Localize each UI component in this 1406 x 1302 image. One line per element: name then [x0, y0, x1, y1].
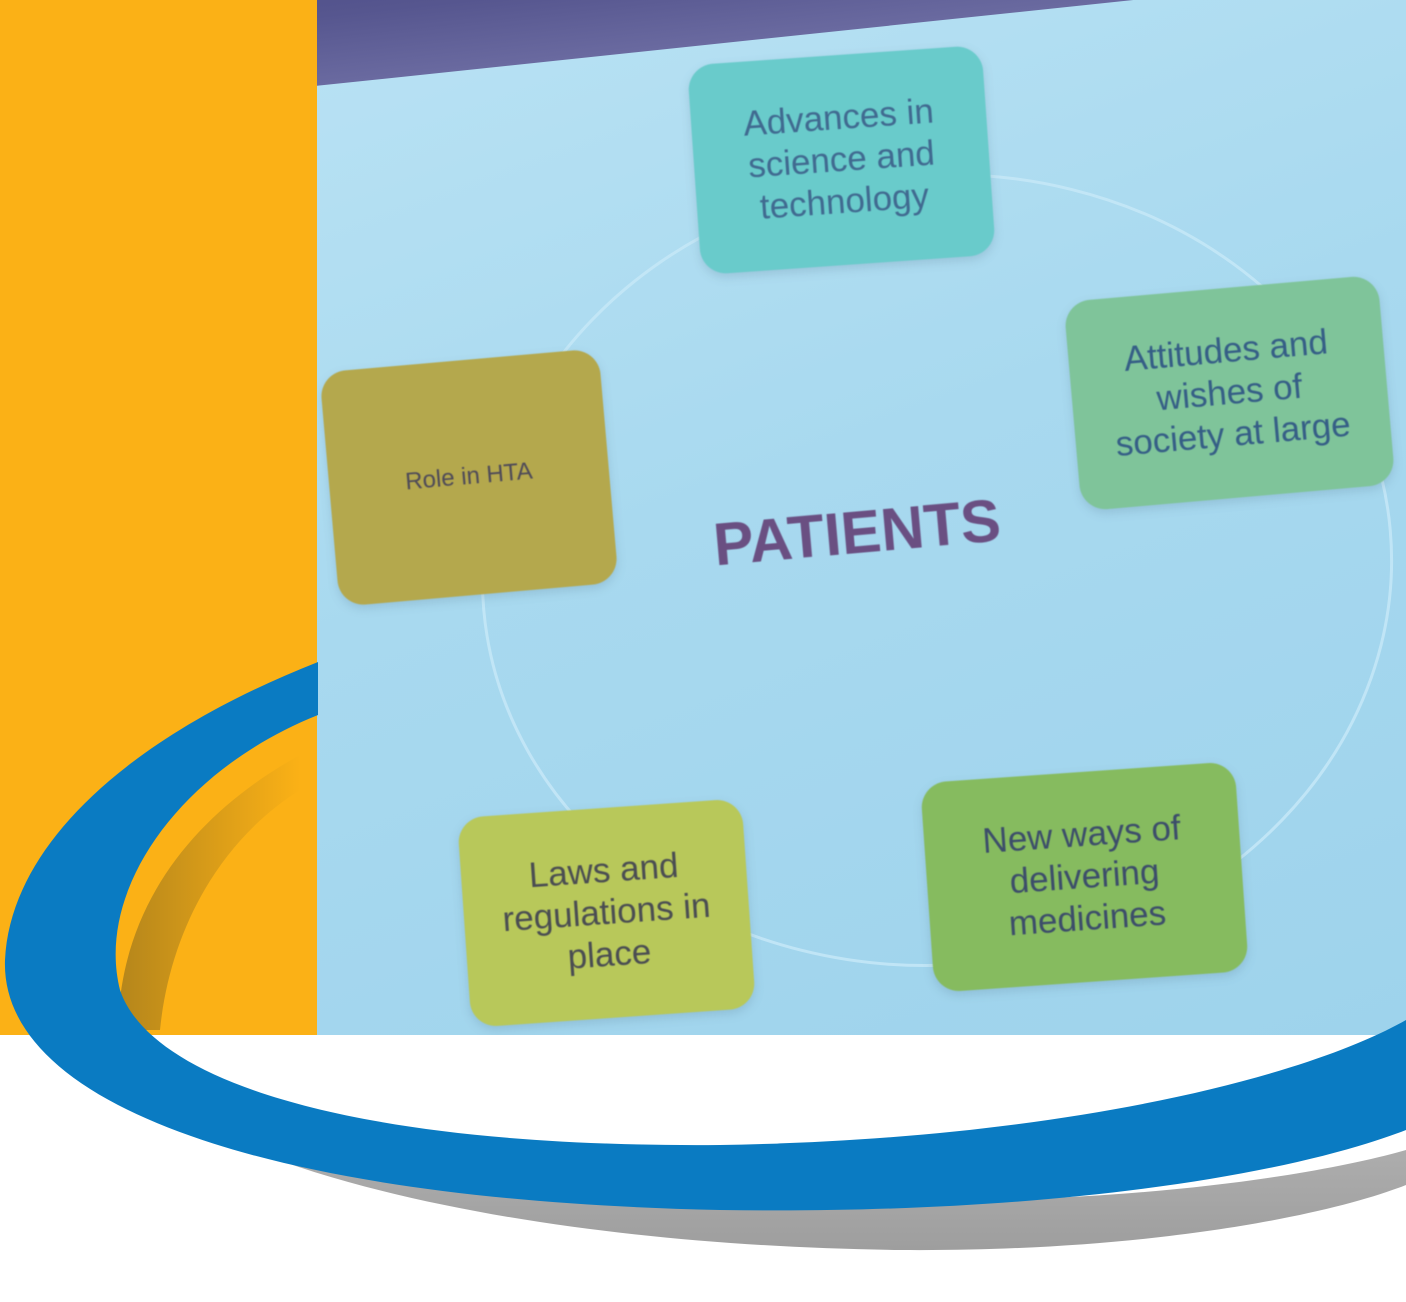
- swoosh-band: [4, 662, 1406, 1211]
- swoosh-inner-shade: [118, 755, 300, 1030]
- swoosh-shadow: [60, 1000, 1406, 1251]
- slide-photo: Advances in science and technology Attit…: [317, 0, 1406, 1035]
